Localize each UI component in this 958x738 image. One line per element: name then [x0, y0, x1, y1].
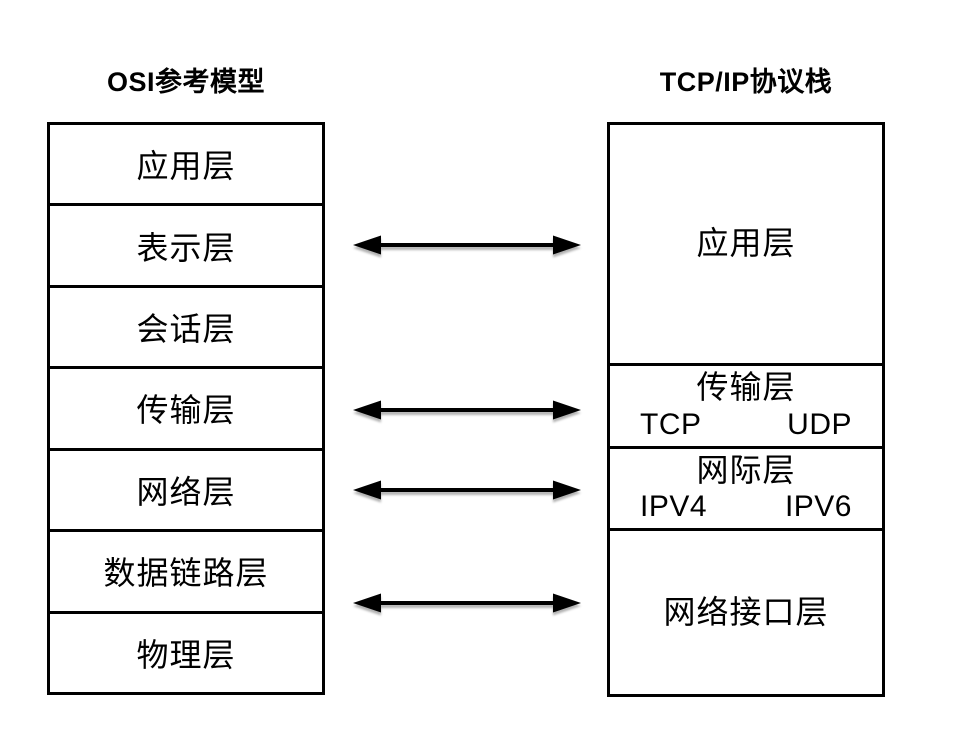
protocol-label-tcp: TCP: [640, 407, 702, 441]
tcpip-section-network-interface: 网络接口层: [610, 531, 882, 694]
bidirectional-arrow-icon: [353, 593, 581, 613]
osi-layer-presentation: 表示层: [50, 206, 322, 288]
osi-layer-session: 会话层: [50, 288, 322, 370]
osi-layer-physical: 物理层: [136, 636, 236, 673]
protocol-label-udp: UDP: [787, 407, 852, 441]
tcpip-section-transport: 传输层 TCP UDP: [610, 366, 882, 449]
osi-stack-box: 应用层 表示层 会话层 传输层 网络层 数据链路层 物理层: [47, 122, 325, 695]
protocol-label-ipv6: IPV6: [784, 489, 852, 523]
bidirectional-arrow-icon: [353, 235, 581, 255]
tcpip-transport-label: 传输层: [696, 369, 796, 406]
tcpip-internet-protocols: IPV4 IPV6: [610, 488, 882, 524]
osi-layer-datalink: 数据链路层: [50, 532, 322, 614]
tcpip-stack-box: 应用层 传输层 TCP UDP 网际层 IPV4 IPV6 网络接口层: [607, 122, 885, 697]
bidirectional-arrow-icon: [353, 400, 581, 420]
tcpip-section-application: 应用层: [610, 125, 882, 367]
tcpip-network-interface-label: 网络接口层: [663, 593, 829, 630]
tcpip-internet-label: 网际层: [696, 451, 796, 488]
osi-model-title: OSI参考模型: [106, 67, 265, 97]
tcpip-section-internet: 网际层 IPV4 IPV6: [610, 449, 882, 531]
tcpip-stack-title: TCP/IP协议栈: [659, 67, 833, 97]
osi-layer-transport: 传输层: [50, 369, 322, 451]
tcpip-application-label: 应用层: [696, 225, 796, 262]
protocol-label-ipv4: IPV4: [640, 489, 708, 523]
osi-layer-network: 网络层: [50, 451, 322, 533]
tcpip-transport-protocols: TCP UDP: [610, 406, 882, 442]
bidirectional-arrow-icon: [353, 480, 581, 500]
osi-layer-application: 应用层: [50, 125, 322, 207]
